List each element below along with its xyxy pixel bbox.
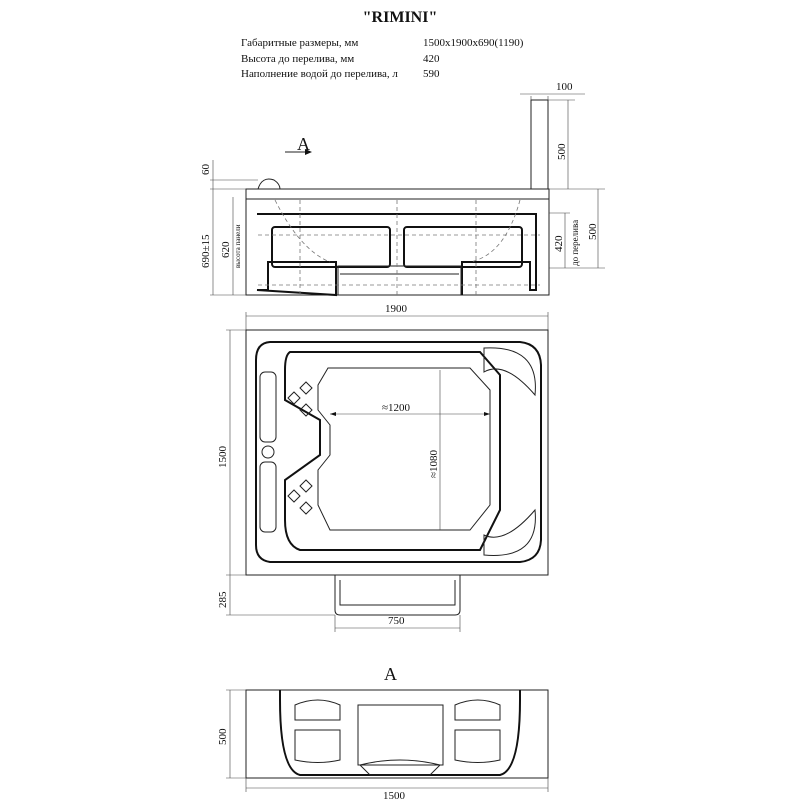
headrest-left-bottom bbox=[259, 461, 277, 533]
step bbox=[334, 575, 461, 616]
model-title: "RIMINI" bbox=[363, 9, 438, 26]
dim-view-a-width: 1500 bbox=[383, 790, 406, 800]
front-view: A 100 500 60 690±15 620 высота bbox=[200, 81, 605, 297]
dim-step-width: 750 bbox=[388, 615, 405, 627]
dim-inner-width: ≈1080 bbox=[428, 449, 440, 478]
dim-overflow-label: до перелива bbox=[570, 220, 580, 266]
headrest-left-top bbox=[259, 371, 277, 443]
dim-headrest: 60 bbox=[200, 164, 212, 176]
jets-top bbox=[287, 381, 313, 515]
dim-panel-height: 500 bbox=[556, 143, 568, 160]
spec-value-dimensions: 1500x1900x690(1190) bbox=[423, 37, 524, 49]
tub-rim bbox=[245, 188, 550, 200]
view-a-outline bbox=[245, 689, 549, 779]
dim-panel-width: 100 bbox=[556, 81, 573, 93]
dim-overflow: 420 bbox=[553, 235, 565, 252]
top-view: 1900 ≈1200 ≈1080 1500 285 750 bbox=[217, 303, 549, 632]
dim-panel-h-label: высота панели bbox=[234, 224, 242, 268]
spec-label-dimensions: Габаритные размеры, мм bbox=[241, 37, 358, 49]
spec-value-overflow-height: 420 bbox=[423, 53, 440, 65]
spec-label-water-volume: Наполнение водой до перелива, л bbox=[241, 68, 398, 80]
dim-overflow-total: 500 bbox=[587, 223, 599, 240]
tub-outline bbox=[245, 329, 549, 576]
view-a-label: A bbox=[384, 664, 397, 684]
view-a-step bbox=[357, 704, 444, 766]
dim-inner-length: ≈1200 bbox=[382, 402, 411, 414]
dim-length: 1900 bbox=[385, 303, 408, 315]
dim-panel-h: 620 bbox=[220, 241, 232, 258]
spec-value-water-volume: 590 bbox=[423, 68, 440, 80]
spec-label-overflow-height: Высота до перелива, мм bbox=[241, 53, 354, 65]
dim-total-height: 690±15 bbox=[200, 234, 212, 268]
headrest bbox=[257, 178, 281, 190]
dim-width: 1500 bbox=[217, 446, 229, 469]
back-panel bbox=[530, 99, 549, 190]
dim-view-a-height: 500 bbox=[217, 728, 229, 745]
headrest-right-bottom bbox=[483, 508, 536, 556]
dim-step-depth: 285 bbox=[217, 591, 229, 608]
view-marker-a: A bbox=[297, 134, 310, 154]
view-a: A 500 1500 bbox=[217, 664, 549, 800]
headrest-right-top bbox=[483, 347, 536, 397]
